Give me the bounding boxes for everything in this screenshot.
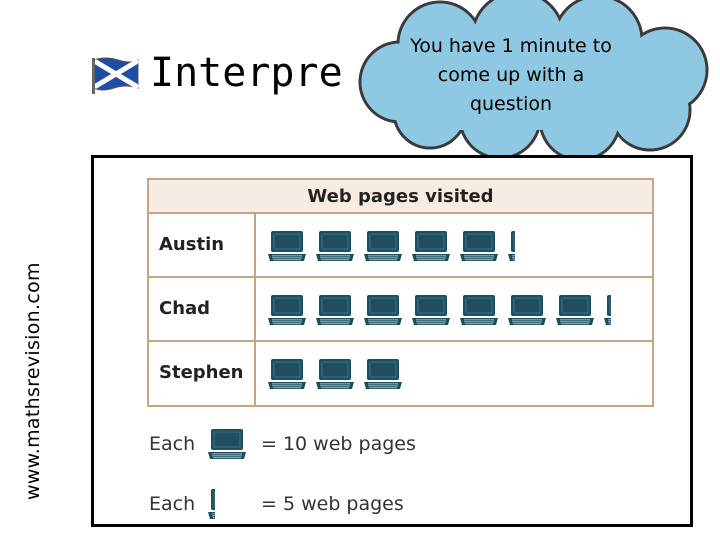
pictogram-row: Stephen: [149, 342, 652, 406]
laptop-icon: [363, 358, 403, 390]
laptop-icon: [267, 230, 307, 262]
row-label: Austin: [149, 214, 256, 276]
row-label: Chad: [149, 278, 256, 340]
laptop-icon: [363, 294, 403, 326]
speech-line-2: come up with a: [437, 64, 585, 86]
laptop-icon: [315, 294, 355, 326]
laptop-icon: [315, 230, 355, 262]
scotland-flag-icon: [92, 57, 139, 94]
speech-line-1: You have 1 minute to: [410, 35, 612, 57]
speech-line-3: question: [469, 93, 553, 115]
laptop-icon: [411, 230, 451, 262]
key-value: = 10 web pages: [261, 433, 416, 455]
laptop-icon: [555, 294, 595, 326]
page-title: Interpre: [150, 50, 343, 96]
row-label: Stephen: [149, 342, 256, 406]
laptop-icon: [363, 230, 403, 262]
key-value: = 5 web pages: [261, 493, 404, 515]
laptop-icon: [267, 358, 307, 390]
speech-cloud-text: You have 1 minute to come up with a ques…: [392, 32, 630, 119]
side-url-text: www.mathsrevision.com: [22, 262, 44, 500]
pictogram-row: Chad: [149, 278, 652, 342]
half-laptop-icon: [603, 294, 611, 326]
key-each-label: Each: [149, 433, 196, 455]
pictogram-table: Web pages visited Austin Chad Stephen: [147, 178, 654, 407]
laptop-icon: [315, 358, 355, 390]
laptop-icon: [459, 294, 499, 326]
pictogram-title: Web pages visited: [149, 180, 652, 214]
laptop-icon: [411, 294, 451, 326]
laptop-icon: [459, 230, 499, 262]
laptop-icon: [267, 294, 307, 326]
half-laptop-icon: [507, 230, 515, 262]
laptop-icon: [207, 428, 247, 460]
pictogram-row: Austin: [149, 214, 652, 278]
key-each-label: Each: [149, 493, 196, 515]
laptop-icon: [507, 294, 547, 326]
speech-cloud: [358, 0, 709, 162]
half-laptop-icon: [207, 488, 215, 520]
